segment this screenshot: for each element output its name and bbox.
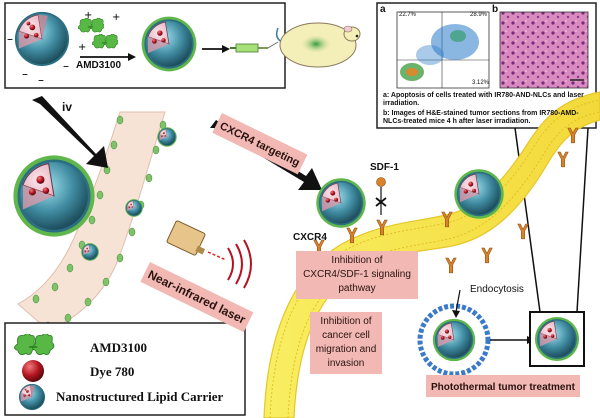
iv-arrow <box>32 96 108 168</box>
inset-label-b: b <box>492 4 499 15</box>
laser-device-icon <box>166 220 252 289</box>
svg-text:–: – <box>63 59 69 73</box>
legend-label-amd3100: AMD3100 <box>90 340 148 355</box>
result-inset <box>376 2 597 129</box>
label-migration-inhibition: Inhibition of cancer cell migration and … <box>315 316 377 369</box>
endocytic-vesicle <box>417 289 535 377</box>
dye-sphere-icon <box>22 360 44 382</box>
bound-nlc-particle-icon <box>315 177 367 229</box>
label-photothermal: Photothermal tumor treatment <box>431 382 575 393</box>
mouse-icon <box>275 22 361 68</box>
sdf1-ligand <box>375 177 387 215</box>
quadrant-upper-left: 22.7% <box>399 12 417 18</box>
label-endocytosis: Endocytosis <box>470 284 524 295</box>
nlc-particle-icon <box>14 11 70 67</box>
svg-text:–: – <box>22 67 28 81</box>
label-amd3100-top: AMD3100 <box>76 60 122 71</box>
preparation-panel: – – – – + + + <box>4 2 286 89</box>
quadrant-lower-right: 3.12% <box>472 80 490 86</box>
svg-text:–: – <box>38 73 44 87</box>
photothermal-particle <box>529 311 585 367</box>
photothermal-box: Photothermal tumor treatment <box>426 375 580 397</box>
svg-text:+: + <box>78 42 86 53</box>
svg-text:+: + <box>84 10 92 21</box>
he-stained-tissue-image <box>499 11 589 89</box>
svg-text:–: – <box>7 32 13 46</box>
nlc-amd-particle-icon <box>141 16 197 72</box>
migration-inhibition-box: Inhibition of cancer cell migration and … <box>310 312 382 374</box>
label-pathway-inhibition: Inhibition of CXCR4/SDF-1 signaling path… <box>303 255 411 294</box>
quadrant-upper-right: 28.9% <box>470 12 488 18</box>
flow-cytometry-plot <box>396 11 490 89</box>
syringe-icon <box>230 41 279 53</box>
svg-text:+: + <box>112 12 120 23</box>
pathway-inhibition-box: Inhibition of CXCR4/SDF-1 signaling path… <box>296 251 418 299</box>
label-cxcr4: CXCR4 <box>293 232 327 243</box>
nlc-particle-icon <box>18 383 46 411</box>
inset-caption-a: a: Apoptosis of cells treated with IR780… <box>383 92 584 107</box>
bound-nlc-particle-icon <box>453 168 505 220</box>
label-sdf1: SDF-1 <box>370 162 399 173</box>
inset-caption-b: b: Images of H&E-stained tumor sections … <box>383 110 579 125</box>
legend-box <box>4 322 246 416</box>
label-iv: iv <box>62 100 73 114</box>
legend-label-nlc: Nanostructured Lipid Carrier <box>56 389 224 404</box>
legend-label-dye780: Dye 780 <box>90 364 135 379</box>
nlc-large-particle-icon <box>12 154 96 238</box>
inset-label-a: a <box>380 4 386 15</box>
